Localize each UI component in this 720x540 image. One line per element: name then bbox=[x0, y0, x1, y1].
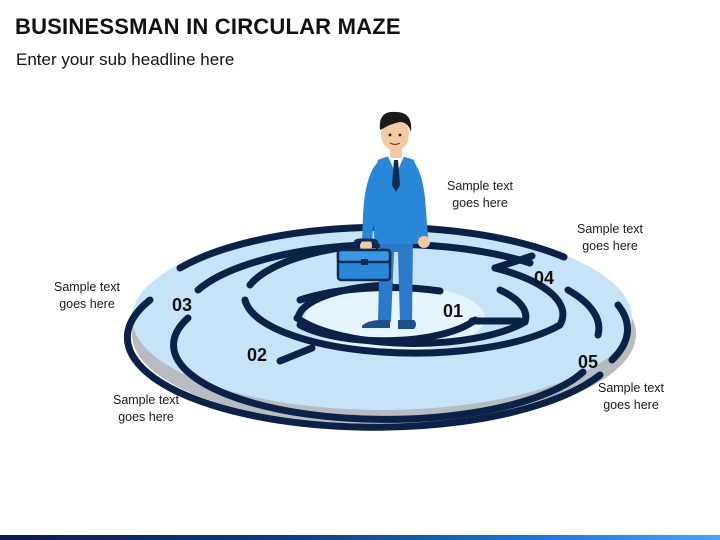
caption-03-line2: goes here bbox=[59, 297, 115, 311]
caption-03-line1: Sample text bbox=[53, 280, 120, 294]
slide-title: BUSINESSMAN IN CIRCULAR MAZE bbox=[15, 14, 401, 39]
caption-01-line2: goes here bbox=[452, 196, 508, 210]
bottom-accent-bar bbox=[0, 535, 720, 540]
caption-02: Sample text goes here bbox=[91, 392, 201, 426]
caption-04-line1: Sample text bbox=[576, 222, 643, 236]
caption-04-line2: goes here bbox=[582, 239, 638, 253]
maze-number-02: 02 bbox=[247, 345, 267, 365]
caption-05-line2: goes here bbox=[603, 398, 659, 412]
caption-03: Sample text goes here bbox=[32, 279, 142, 313]
briefcase-icon bbox=[336, 238, 392, 282]
caption-01-line1: Sample text bbox=[446, 179, 513, 193]
caption-05-line1: Sample text bbox=[597, 381, 664, 395]
maze-number-05: 05 bbox=[578, 352, 598, 372]
caption-01: Sample text goes here bbox=[425, 178, 535, 212]
caption-04: Sample text goes here bbox=[555, 221, 665, 255]
maze-number-03: 03 bbox=[172, 295, 192, 315]
maze-connector-c bbox=[491, 252, 536, 272]
maze-connector-b bbox=[276, 344, 316, 365]
maze-number-01: 01 bbox=[443, 301, 463, 321]
maze-ring-5 bbox=[294, 281, 479, 345]
slide-subtitle: Enter your sub headline here bbox=[16, 50, 235, 69]
caption-02-line1: Sample text bbox=[112, 393, 179, 407]
caption-02-line2: goes here bbox=[118, 410, 174, 424]
caption-05: Sample text goes here bbox=[576, 380, 686, 414]
maze-number-04: 04 bbox=[534, 268, 554, 288]
